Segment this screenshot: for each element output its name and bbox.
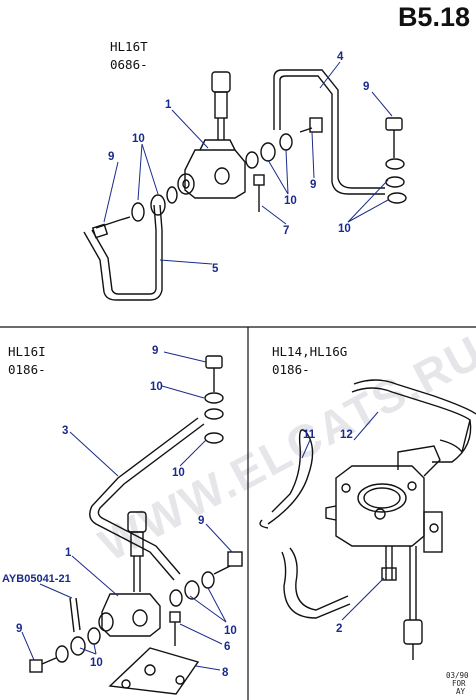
callout: 9 — [108, 151, 114, 163]
top-callouts: 1 10 9 4 9 10 9 10 7 10 5 — [108, 51, 369, 275]
callout: 8 — [222, 667, 229, 679]
hose-11 — [267, 429, 314, 525]
section-right-date: 0186- — [272, 362, 310, 377]
bolt-9 — [95, 216, 131, 229]
hose-12 — [351, 387, 471, 454]
section-top-date: 0686- — [110, 57, 148, 72]
callout: 9 — [16, 623, 22, 635]
part-number: AYB05041-21 — [2, 573, 71, 585]
pipe-3 — [89, 417, 199, 581]
bolt-9 — [309, 117, 323, 133]
callout: 10 — [338, 223, 351, 235]
section-top-header: HL16T 0686- — [110, 38, 148, 74]
left-leaders — [21, 351, 233, 671]
callout: 12 — [340, 429, 353, 441]
screw-6 — [169, 611, 181, 623]
callout: 10 — [224, 625, 237, 637]
callout: 11 — [303, 429, 316, 441]
callout: 2 — [336, 623, 342, 635]
pipe-5 — [83, 204, 163, 301]
bolt-9 — [29, 659, 43, 673]
section-right-model: HL14,HL16G — [272, 344, 348, 359]
right-leaders — [301, 411, 385, 621]
bolt-9 — [385, 117, 403, 131]
callout: 1 — [165, 99, 172, 111]
top-leaders — [103, 61, 393, 265]
right-assembly — [259, 379, 476, 660]
callout: 10 — [132, 133, 145, 145]
callout: 3 — [62, 425, 68, 437]
washer-10 — [150, 194, 166, 216]
callout: 9 — [152, 345, 158, 357]
callout: 10 — [172, 467, 185, 479]
date-stamp-line: 03/90 — [446, 671, 469, 680]
section-right-header: HL14,HL16G 0186- — [272, 343, 347, 379]
gasket-8 — [108, 647, 200, 695]
right-callouts: 11 12 2 — [303, 429, 353, 635]
bolt-9 — [205, 355, 223, 369]
section-left-model: HL16I — [8, 344, 46, 359]
left-assembly — [29, 355, 243, 695]
callout: 5 — [212, 263, 219, 275]
top-assembly — [83, 69, 407, 301]
left-callouts: 9 10 3 10 9 1 9 10 6 8 10 AYB05041-21 — [2, 345, 237, 679]
section-left-date: 0186- — [8, 362, 46, 377]
vacuum-connector — [211, 71, 231, 93]
bolt-9 — [227, 551, 243, 567]
callout: 9 — [310, 179, 316, 191]
vacuum-connector — [403, 619, 423, 645]
callout: 1 — [65, 547, 72, 559]
washer-10 — [131, 202, 145, 222]
callout: 7 — [283, 225, 289, 237]
page-code: B5.18 — [397, 2, 470, 32]
callout: 10 — [90, 657, 103, 669]
screw-7 — [253, 174, 265, 186]
section-top-model: HL16T — [110, 39, 148, 54]
section-left-header: HL16I 0186- — [8, 343, 46, 379]
callout: 4 — [337, 51, 344, 63]
regulator-body — [184, 149, 246, 199]
date-stamp: 03/90 FOR AY — [446, 671, 469, 696]
callout: 10 — [150, 381, 163, 393]
pipe-4 — [273, 69, 385, 189]
date-stamp-line: AY — [456, 687, 466, 696]
date-stamp-line: FOR — [452, 679, 466, 688]
callout: 10 — [284, 195, 297, 207]
callout: 9 — [198, 515, 204, 527]
regulator-body — [335, 465, 425, 547]
callout: 9 — [363, 81, 369, 93]
callout: 6 — [224, 641, 230, 653]
